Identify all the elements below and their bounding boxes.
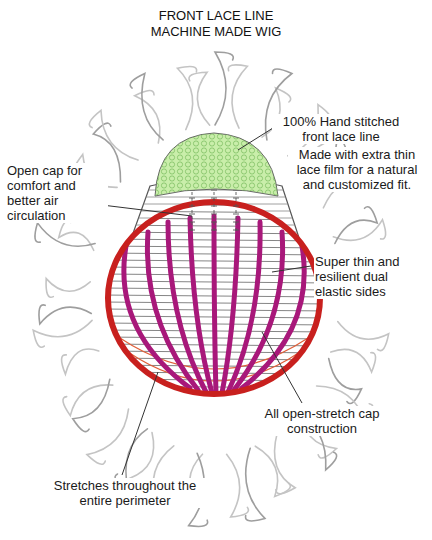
hair-wisp — [130, 433, 154, 485]
elastic-stripes — [124, 216, 304, 393]
hair-wisp — [73, 379, 110, 431]
hair-wisp — [33, 320, 92, 347]
callout-label: 100% Hand stitched front lace line — [272, 114, 410, 144]
cap-tick — [189, 222, 195, 223]
cap-dash — [236, 186, 237, 232]
hair-wisp — [227, 454, 249, 517]
cap-tick — [189, 214, 195, 215]
callout-label: Made with extra thin lace film for a nat… — [288, 147, 426, 192]
hair-wisp — [89, 110, 138, 160]
hair-wisp — [177, 66, 196, 129]
elastic-stripe — [214, 216, 216, 393]
elastic-stripe — [242, 246, 304, 388]
lace-mesh — [155, 133, 278, 196]
open-cap-dashes — [189, 186, 239, 232]
callout-label: Super thin and resilient dual elastic si… — [314, 254, 420, 299]
cap-tick — [211, 222, 217, 223]
hair-wisp — [329, 359, 362, 404]
title: FRONT LACE LINE MACHINE MADE WIG — [136, 8, 296, 40]
callout-label: Stretches throughout the entire perimete… — [44, 478, 206, 508]
cap-tick — [211, 190, 217, 191]
front-lace — [155, 133, 278, 196]
cap-tick — [233, 198, 239, 199]
cap-tick — [189, 198, 195, 199]
callout-label: All open-stretch cap construction — [262, 406, 382, 436]
elastic-stripe — [222, 218, 238, 393]
hair-wisp — [46, 279, 90, 298]
hair-wisp — [130, 74, 163, 140]
cap-dash — [214, 186, 215, 232]
cap-tick — [189, 206, 195, 207]
cap-tick — [211, 198, 217, 199]
hair-wisp — [135, 91, 160, 143]
elastic-stripe — [190, 218, 212, 393]
hair-wisp — [215, 52, 233, 125]
hair-wisp — [62, 349, 99, 374]
hair-wisp — [63, 385, 113, 416]
open-row — [120, 190, 310, 191]
cap-tick — [189, 230, 195, 231]
cap-dash — [192, 186, 193, 232]
hair-wisp — [331, 349, 376, 372]
hair-wisp — [87, 409, 129, 464]
hair-wisp — [255, 446, 290, 496]
cap-tick — [211, 206, 217, 207]
hair-wisp — [335, 207, 377, 244]
cap-tick — [233, 222, 239, 223]
cap-tick — [233, 230, 239, 231]
cap-tick — [211, 230, 217, 231]
cap-row — [100, 211, 330, 213]
hair-wisp — [39, 305, 91, 324]
hair-wisp — [228, 65, 247, 128]
hair-wisp — [338, 322, 389, 351]
elastic-stripe — [234, 232, 283, 390]
open-row — [120, 197, 310, 198]
elastic-stripe — [228, 222, 260, 392]
cap-tick — [233, 214, 239, 215]
cap-tick — [233, 206, 239, 207]
callout-label: Open cap for comfort and better air circ… — [6, 163, 108, 223]
cap-tick — [211, 214, 217, 215]
hair-wisp — [35, 223, 95, 246]
hair-wisp — [189, 72, 210, 125]
elastic-stripe — [168, 222, 206, 392]
